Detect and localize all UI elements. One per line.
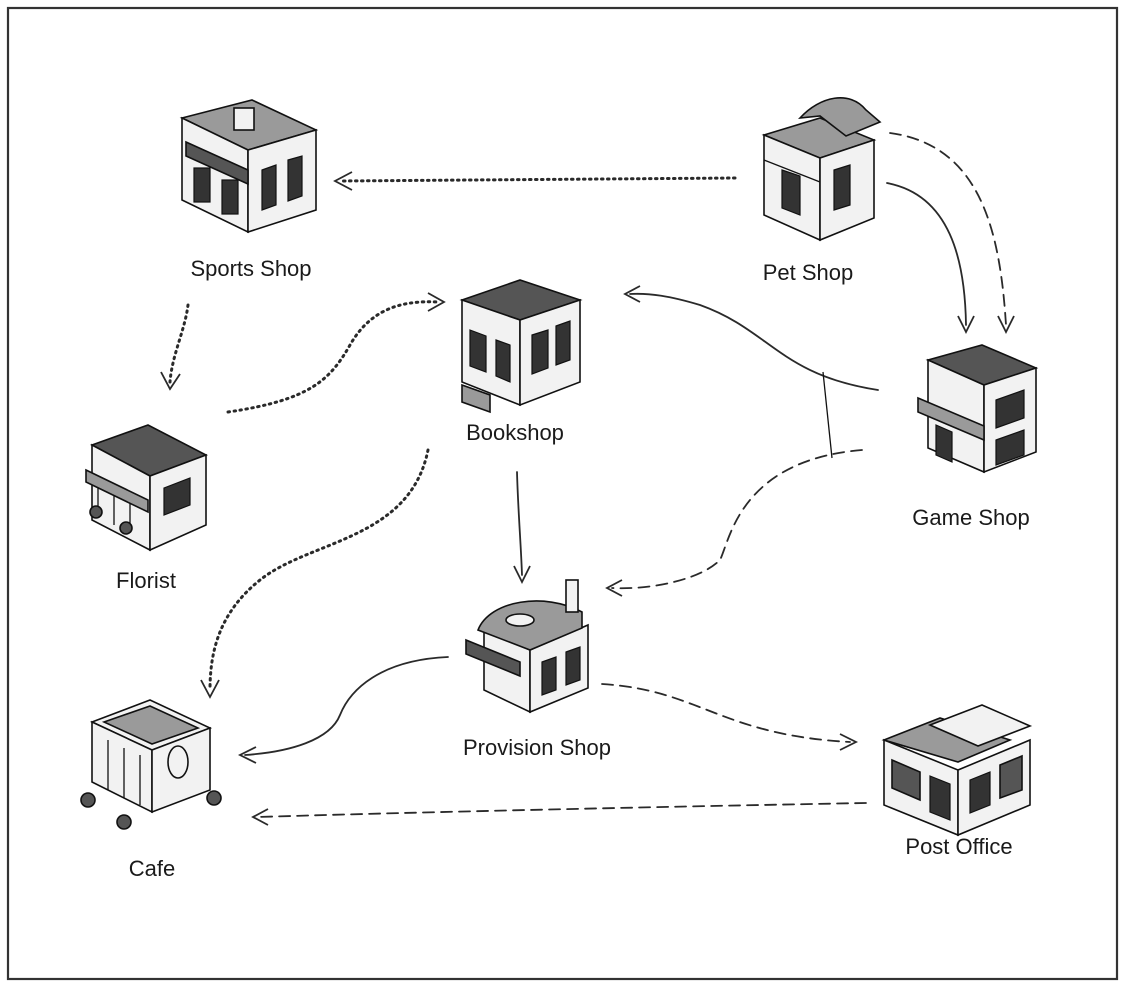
node-label-cafe: Cafe (129, 856, 175, 881)
node-label-sports-shop: Sports Shop (190, 256, 311, 281)
edge-game-shop-to-provision-shop (605, 449, 863, 597)
edge-sports-shop-to-florist (160, 303, 190, 391)
edge-bookshop-to-cafe (200, 448, 430, 699)
edge-florist-to-bookshop (226, 292, 446, 414)
florist-icon (85, 424, 208, 552)
bookshop-icon (459, 279, 583, 414)
provision-shop-icon (465, 579, 589, 714)
node-label-bookshop: Bookshop (466, 420, 564, 445)
edge-post-office-to-cafe (251, 802, 867, 826)
edge-pet-shop-to-game-shop-solid (886, 182, 975, 335)
post-office-icon (881, 704, 1033, 837)
cafe-icon (80, 699, 222, 830)
edge-provision-shop-to-post-office (601, 683, 859, 751)
diagram-frame (6, 6, 1119, 981)
node-label-game-shop: Game Shop (912, 505, 1029, 530)
sports-shop-icon (179, 99, 319, 234)
node-label-pet-shop: Pet Shop (763, 260, 854, 285)
edge-bookshop-to-provision-shop (513, 471, 531, 585)
faint-stray-line (822, 371, 833, 459)
game-shop-icon (917, 344, 1039, 474)
node-label-post-office: Post Office (905, 834, 1012, 859)
node-label-florist: Florist (116, 568, 176, 593)
edge-provision-shop-to-cafe (237, 656, 449, 764)
pet-shop-icon (761, 97, 882, 242)
edge-pet-shop-to-sports-shop (333, 171, 737, 191)
edge-game-shop-to-bookshop (623, 285, 879, 391)
edge-pet-shop-to-game-shop-dashed (889, 132, 1015, 335)
node-label-provision-shop: Provision Shop (463, 735, 611, 760)
